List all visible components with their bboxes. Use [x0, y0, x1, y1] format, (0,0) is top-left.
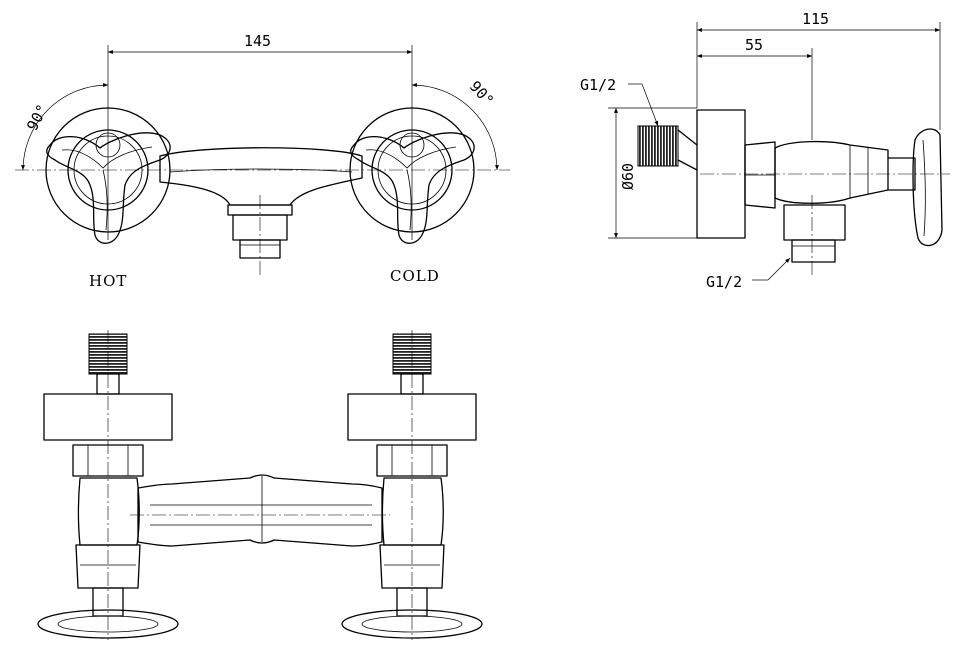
hot-label: HOT — [89, 272, 127, 290]
handle-side — [912, 128, 943, 247]
dimension-outlet-depth: 55 — [697, 36, 813, 140]
dimension-flange-diameter: Ø60 — [608, 107, 697, 239]
hot-cross-handle — [46, 132, 171, 244]
front-view: 145 90° — [15, 32, 510, 290]
valve-body-side — [774, 140, 889, 204]
dimension-overall-depth: 115 — [696, 10, 941, 130]
hot-valve-handle: 90° — [21, 83, 171, 244]
spout-body — [159, 147, 363, 206]
outlet-thread-label: G1/2 — [706, 273, 742, 291]
connecting-spout-plan — [137, 474, 383, 547]
dimension-outlet-depth-value: 55 — [745, 36, 763, 54]
cold-valve-handle: 90° — [349, 77, 499, 244]
dimension-overall-depth-value: 115 — [802, 10, 829, 28]
dimension-center-distance: 145 — [107, 32, 413, 240]
hot-rotation-angle: 90° — [23, 101, 52, 133]
inlet-thread — [637, 125, 679, 167]
cold-label: COLD — [390, 267, 440, 285]
dimension-center-distance-value: 145 — [244, 32, 271, 50]
cold-rotation-angle: 90° — [466, 77, 498, 109]
dimension-flange-diameter-value: Ø60 — [619, 163, 637, 190]
plan-view — [37, 330, 483, 640]
inlet-thread-label: G1/2 — [580, 76, 616, 94]
side-view: 115 55 Ø60 G1/2 — [580, 10, 950, 291]
